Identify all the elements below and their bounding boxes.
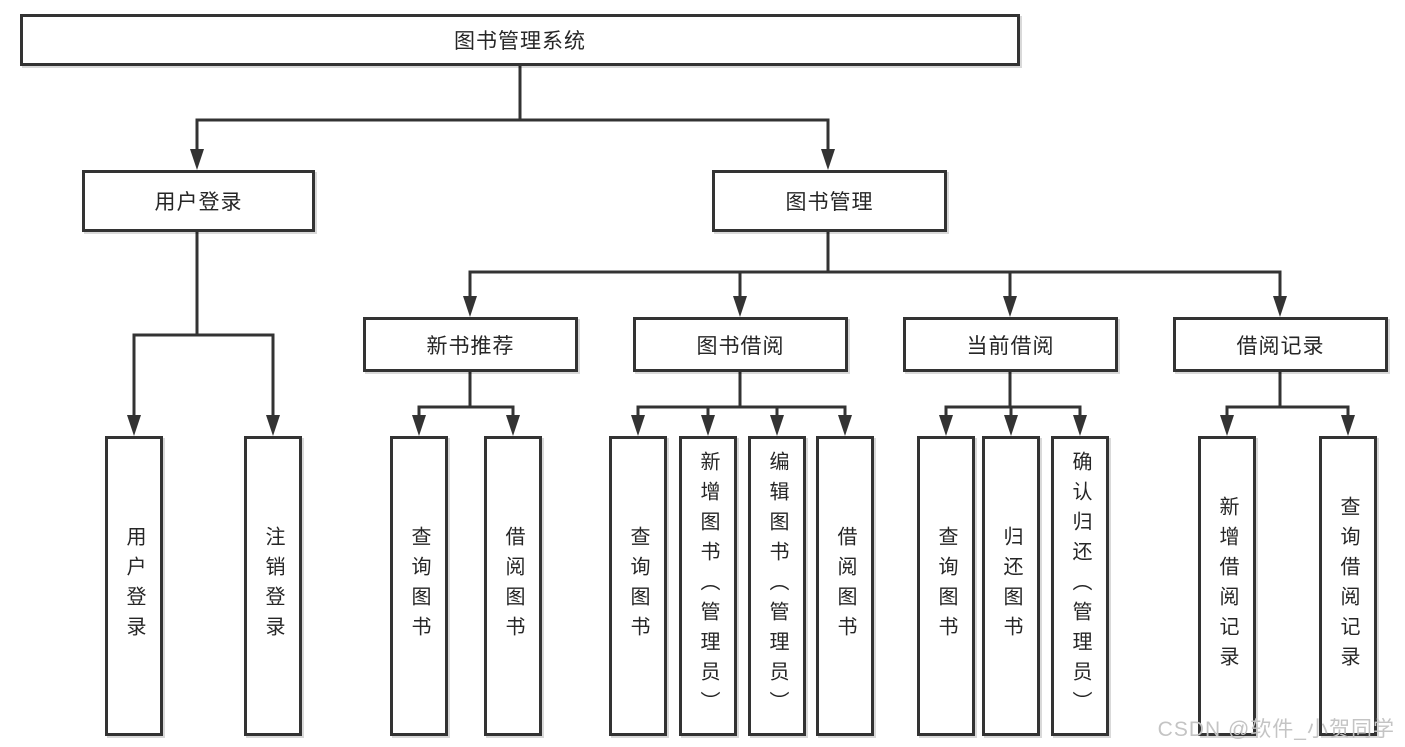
node-new-book-recommend: 新书推荐: [363, 317, 578, 372]
leaf-label: 查询图书: [935, 526, 957, 646]
leaf-bb-query-books: 查询图书: [609, 436, 667, 736]
leaf-label: 新增借阅记录: [1216, 496, 1238, 676]
leaf-bb-borrow-books: 借阅图书: [816, 436, 874, 736]
node-root: 图书管理系统: [20, 14, 1020, 66]
leaf-label: 借阅图书: [502, 526, 524, 646]
leaf-br-query-record: 查询借阅记录: [1319, 436, 1377, 736]
leaf-label: 用户登录: [123, 526, 145, 646]
watermark: CSDN @软件_小贺同学: [1157, 718, 1395, 741]
node-book-borrow: 图书借阅: [633, 317, 848, 372]
leaf-label: 查询借阅记录: [1337, 496, 1359, 676]
leaf-label: 编辑图书（管理员）: [766, 451, 788, 721]
leaf-label: 确认归还（管理员）: [1069, 451, 1091, 721]
leaf-cb-confirm-return-admin: 确认归还（管理员）: [1051, 436, 1109, 736]
leaf-rec-borrow-books: 借阅图书: [484, 436, 542, 736]
leaf-label: 借阅图书: [834, 526, 856, 646]
arrowheads: [127, 149, 1355, 436]
node-root-label: 图书管理系统: [454, 30, 586, 53]
leaf-user-login: 用户登录: [105, 436, 163, 736]
node-book-management-label: 图书管理: [785, 191, 874, 214]
node-user-login: 用户登录: [82, 170, 315, 232]
leaf-rec-query-books: 查询图书: [390, 436, 448, 736]
node-borrow-records-label: 借阅记录: [1236, 334, 1325, 358]
leaf-logout: 注销登录: [244, 436, 302, 736]
node-book-borrow-label: 图书借阅: [696, 334, 785, 358]
node-user-login-label: 用户登录: [154, 191, 243, 214]
node-book-management: 图书管理: [712, 170, 947, 232]
node-current-borrow-label: 当前借阅: [966, 334, 1055, 358]
node-new-book-recommend-label: 新书推荐: [426, 334, 515, 358]
node-current-borrow: 当前借阅: [903, 317, 1118, 372]
leaf-bb-add-books-admin: 新增图书（管理员）: [679, 436, 737, 736]
leaf-br-add-record: 新增借阅记录: [1198, 436, 1256, 736]
leaf-label: 查询图书: [627, 526, 649, 646]
leaf-label: 查询图书: [408, 526, 430, 646]
node-borrow-records: 借阅记录: [1173, 317, 1388, 372]
leaf-cb-query-books: 查询图书: [917, 436, 975, 736]
leaf-label: 归还图书: [1000, 526, 1022, 646]
leaf-bb-edit-books-admin: 编辑图书（管理员）: [748, 436, 806, 736]
leaf-cb-return-books: 归还图书: [982, 436, 1040, 736]
leaf-label: 注销登录: [262, 526, 284, 646]
leaf-label: 新增图书（管理员）: [697, 451, 719, 721]
